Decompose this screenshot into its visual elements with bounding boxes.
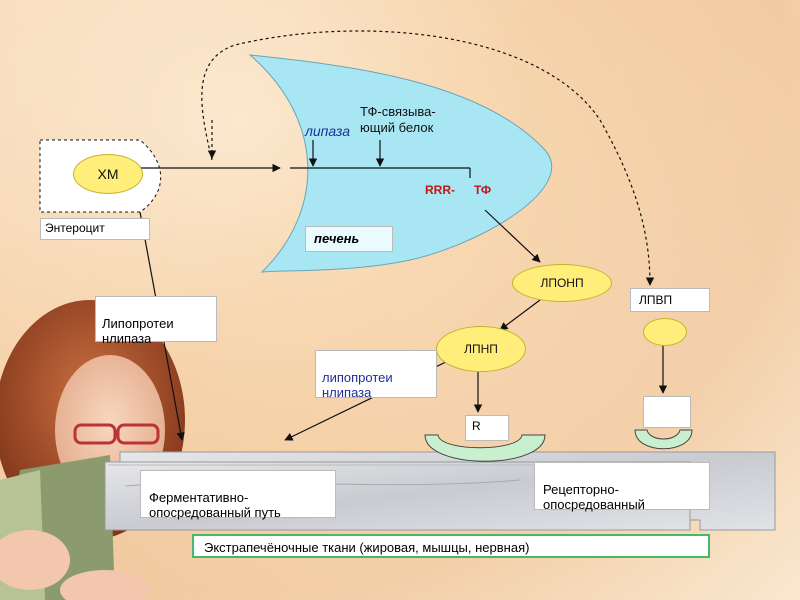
receptor-hdl bbox=[634, 429, 693, 450]
lipoprotein-lipase-box-1: Липопротеи нлипаза bbox=[95, 296, 217, 346]
rrr-label: RRR- bbox=[425, 183, 455, 197]
liver-shape bbox=[248, 54, 553, 273]
hm-ellipse: ХМ bbox=[73, 154, 143, 194]
receptor-r-box: R bbox=[465, 415, 509, 441]
liver-box: печень bbox=[305, 226, 393, 252]
lponp-ellipse: ЛПОНП bbox=[512, 264, 612, 302]
lponp-label: ЛПОНП bbox=[540, 276, 584, 290]
lpvp-label: ЛПВП bbox=[639, 293, 673, 307]
receptor-r-label: R bbox=[472, 419, 481, 433]
extrahepatic-label: Экстрапечёночные ткани (жировая, мышцы, … bbox=[204, 540, 530, 555]
lpvp-ellipse bbox=[643, 318, 687, 346]
enzymatic-path-label: Ферментативно- опосредованный путь bbox=[149, 490, 281, 520]
lpnp-label: ЛПНП bbox=[464, 342, 498, 356]
tf-binding-protein-label: ТФ-связыва- ющий белок bbox=[360, 104, 436, 135]
lipoprotein-lipase-box-2: липопротеи нлипаза bbox=[315, 350, 437, 400]
receptor-path-label: Рецепторно- опосредованный bbox=[543, 482, 645, 512]
lpvp-box: ЛПВП bbox=[630, 288, 710, 312]
tf-label: ТФ bbox=[474, 183, 492, 197]
hm-label: ХМ bbox=[97, 166, 119, 182]
lpnp-ellipse: ЛПНП bbox=[436, 326, 526, 372]
extrahepatic-box: Экстрапечёночные ткани (жировая, мышцы, … bbox=[192, 534, 710, 558]
lipase-label: липаза bbox=[305, 123, 351, 139]
enterocyte-box: Энтероцит bbox=[40, 218, 150, 240]
receptor-path-box: Рецепторно- опосредованный bbox=[534, 462, 710, 512]
lipoprotein-lipase-label-1: Липопротеи нлипаза bbox=[102, 316, 174, 346]
hdl-receptor-box bbox=[643, 396, 691, 428]
lipoprotein-lipase-label-2: липопротеи нлипаза bbox=[322, 370, 393, 400]
liver-label: печень bbox=[314, 231, 360, 246]
receptor-ldl bbox=[424, 434, 546, 462]
enterocyte-label: Энтероцит bbox=[45, 221, 105, 235]
enzymatic-path-box: Ферментативно- опосредованный путь bbox=[140, 470, 336, 520]
